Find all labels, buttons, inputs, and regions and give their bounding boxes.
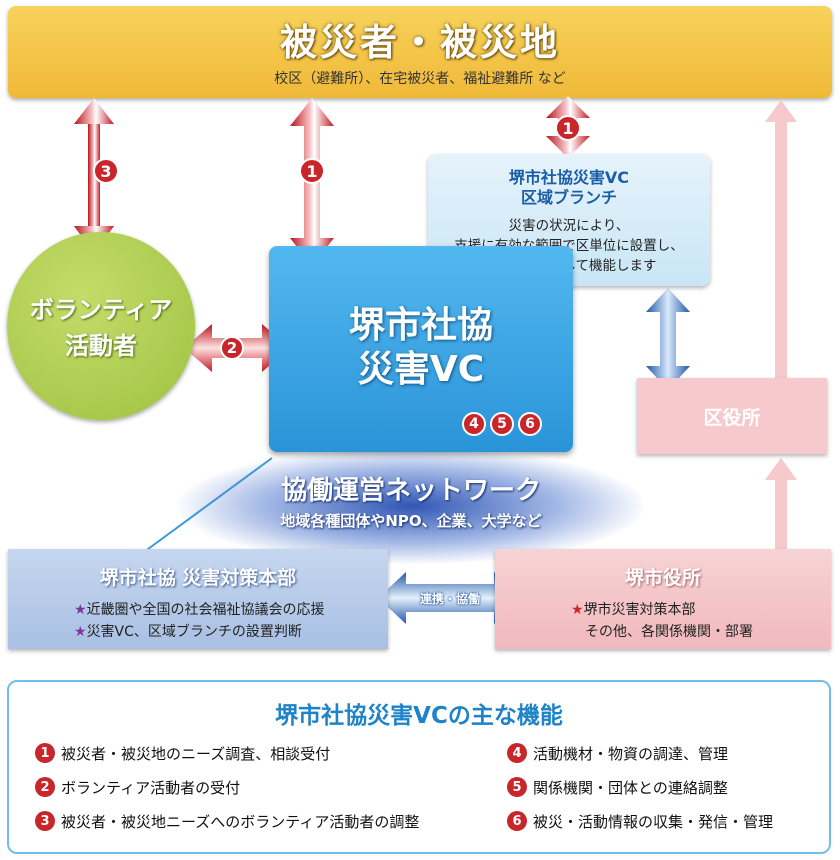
functions-right-list: 4 活動機材・物資の調達、管理 5 関係機関・団体との連絡調整 6 被災・活動情… [507, 740, 817, 834]
function-item: 1 被災者・被災地のニーズ調査、相談受付 [35, 740, 505, 766]
ward-office-box: 区役所 [637, 378, 827, 454]
function-item: 6 被災・活動情報の収集・発信・管理 [507, 808, 817, 834]
function-text: 被災・活動情報の収集・発信・管理 [533, 812, 774, 831]
ward-to-top-arrow [765, 100, 797, 378]
arrow-hq-city [378, 572, 522, 624]
volunteer-label-line2: 活動者 [65, 332, 137, 360]
city-office-box: 堺市役所 ★堺市災害対策本部 その他、各関係機関・部署 [495, 549, 831, 649]
volunteer-circle: ボランティア 活動者 [7, 232, 195, 420]
vc-number-5: 5 [490, 412, 514, 436]
affected-area-banner: 被災者・被災地 校区（避難所）、在宅被災者、福祉避難所 など [8, 6, 832, 98]
vc-number-4: 4 [462, 412, 486, 436]
function-text: 関係機関・団体との連絡調整 [533, 778, 728, 797]
district-branch-title-line2: 区域ブランチ [520, 188, 617, 207]
sakai-vc-box: 堺市社協 災害VC 4 5 6 [269, 246, 573, 452]
function-text: 被災者・被災地のニーズ調査、相談受付 [61, 744, 331, 763]
arrow-number-2: 2 [220, 336, 244, 360]
functions-panel: 堺市社協災害VCの主な機能 1 被災者・被災地のニーズ調査、相談受付 2 ボラン… [7, 680, 831, 854]
network-glow [178, 448, 644, 564]
function-number: 4 [507, 743, 527, 763]
council-hq-box: 堺市社協 災害対策本部 ★近畿圏や全国の社会福祉協議会の応援 ★災害VC、区域ブ… [8, 549, 388, 649]
vc-number-6: 6 [518, 412, 542, 436]
functions-left-list: 1 被災者・被災地のニーズ調査、相談受付 2 ボランティア活動者の受付 3 被災… [35, 740, 505, 834]
function-item: 3 被災者・被災地ニーズへのボランティア活動者の調整 [35, 808, 505, 834]
council-hq-bullet: ★災害VC、区域ブランチの設置判断 [74, 621, 302, 641]
city-to-ward-arrow [765, 458, 797, 549]
function-number: 1 [35, 743, 55, 763]
affected-area-subtitle: 校区（避難所）、在宅被災者、福祉避難所 など [274, 71, 566, 87]
function-text: 活動機材・物資の調達、管理 [533, 744, 729, 763]
council-hq-title: 堺市社協 災害対策本部 [99, 567, 297, 589]
district-branch-title-line1: 堺市社協災害VC [508, 168, 630, 187]
district-branch-title: 堺市社協災害VC 区域ブランチ [428, 168, 710, 208]
functions-title: 堺市社協災害VCの主な機能 [275, 703, 563, 729]
volunteer-label: ボランティア 活動者 [7, 292, 195, 364]
cooperation-label: 連携・協働 [419, 591, 480, 606]
council-hq-bullet-2: 災害VC、区域ブランチの設置判断 [86, 624, 302, 640]
council-hq-bullet-1: 近畿圏や全国の社会福祉協議会の応援 [86, 602, 325, 618]
council-hq-bullet: ★近畿圏や全国の社会福祉協議会の応援 [74, 599, 325, 619]
city-office-line2: その他、各関係機関・部署 [585, 624, 753, 640]
arrow-branch-ward [646, 288, 690, 390]
district-branch-desc-line1: 災害の状況により、 [508, 218, 630, 234]
star-icon: ★ [571, 602, 584, 618]
volunteer-label-line1: ボランティア [29, 296, 173, 324]
function-item: 2 ボランティア活動者の受付 [35, 774, 505, 800]
network-title: 協働運営ネットワーク [280, 476, 541, 506]
function-number: 3 [35, 811, 55, 831]
function-item: 4 活動機材・物資の調達、管理 [507, 740, 817, 766]
arrow-number-1-center: 1 [299, 158, 325, 184]
function-number: 5 [507, 777, 527, 797]
network-subtitle: 地域各種団体やNPO、企業、大学など [280, 512, 542, 530]
arrow-number-3: 3 [93, 158, 119, 184]
city-office-line1: ★堺市災害対策本部 [571, 599, 696, 619]
arrow-number-1-right: 1 [555, 115, 581, 141]
city-office-title: 堺市役所 [624, 567, 701, 589]
star-icon: ★ [74, 602, 87, 618]
function-number: 6 [507, 811, 527, 831]
sakai-vc-title-line2: 災害VC [357, 349, 485, 390]
sakai-vc-title: 堺市社協 災害VC [269, 304, 573, 392]
city-office-line1-text: 堺市災害対策本部 [583, 602, 696, 618]
sakai-vc-title-line1: 堺市社協 [348, 305, 493, 346]
function-text: ボランティア活動者の受付 [61, 778, 241, 797]
function-number: 2 [35, 777, 55, 797]
function-text: 被災者・被災地ニーズへのボランティア活動者の調整 [61, 812, 420, 831]
affected-area-title: 被災者・被災地 [280, 21, 560, 64]
star-icon: ★ [74, 624, 87, 640]
ward-office-label: 区役所 [703, 406, 761, 429]
function-item: 5 関係機関・団体との連絡調整 [507, 774, 817, 800]
